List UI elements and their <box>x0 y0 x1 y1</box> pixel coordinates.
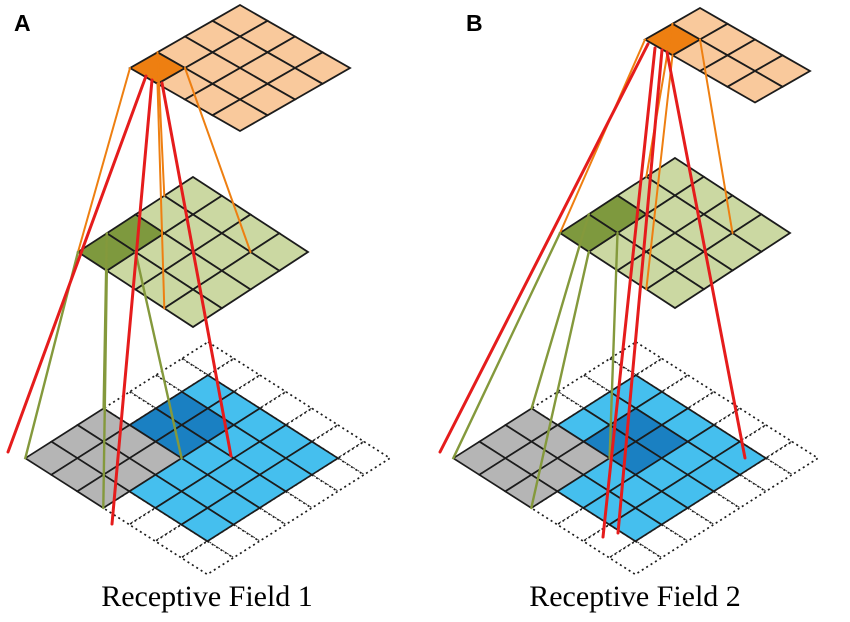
input-grid-b-cell <box>738 457 794 493</box>
input-grid-a-cell <box>336 440 392 476</box>
red-connection-line <box>6 74 148 454</box>
orange-connection-line <box>156 51 166 197</box>
input-grid-a-cell <box>205 523 262 559</box>
input-grid-b-cell <box>633 523 690 559</box>
olive-connection-line <box>452 231 562 460</box>
input-grid-a-cell <box>179 540 235 576</box>
caption-receptive-field-1: Receptive Field 1 <box>101 580 313 613</box>
orange-connection-line <box>645 22 674 178</box>
input-grid-b-cell <box>712 473 768 510</box>
input-grid-a-cell <box>179 506 236 543</box>
input-grid-b-cell <box>556 374 612 410</box>
red-connection-line <box>110 78 154 526</box>
input-grid-a-cell <box>310 457 366 493</box>
input-grid-b-cell <box>659 506 716 543</box>
red-connection-line <box>601 46 657 539</box>
olive-connection-line <box>134 250 183 460</box>
input-grid-b-cell <box>686 490 742 526</box>
input-grid-b-cell <box>607 540 663 576</box>
panel-b-label: B <box>466 10 483 36</box>
input-grid-b-cell <box>582 357 638 393</box>
input-grid-a-cell <box>154 357 210 393</box>
panel-a-label: A <box>14 10 31 36</box>
red-connection-line <box>616 48 664 535</box>
input-grid-b-cell <box>764 440 820 476</box>
input-grid-a-cell <box>128 374 184 410</box>
orange-connection-line <box>77 67 131 253</box>
input-grid-a-cell <box>231 506 288 543</box>
input-grid-a-cell <box>284 473 340 510</box>
hidden-grid-b-cell <box>644 269 706 310</box>
olive-connection-line <box>608 231 619 460</box>
red-connection-line <box>160 81 233 458</box>
orange-connection-line <box>184 67 252 253</box>
red-connection-line <box>438 42 650 454</box>
caption-receptive-field-2: Receptive Field 2 <box>529 580 741 613</box>
hidden-grid-a-cell <box>162 288 224 329</box>
olive-connection-line <box>530 250 590 510</box>
olive-connection-line <box>102 269 109 510</box>
input-grid-a-cell <box>258 490 314 526</box>
red-connection-line <box>665 50 747 460</box>
output-grid-b-cell <box>725 69 785 104</box>
input-grid-a-cell <box>180 340 236 377</box>
input-grid-b-cell <box>608 340 664 377</box>
orange-connection-line <box>156 82 166 310</box>
olive-connection-line <box>530 213 590 410</box>
orange-connection-line <box>645 54 674 291</box>
orange-connection-line <box>699 38 734 234</box>
output-grid-a-cell <box>210 98 270 133</box>
